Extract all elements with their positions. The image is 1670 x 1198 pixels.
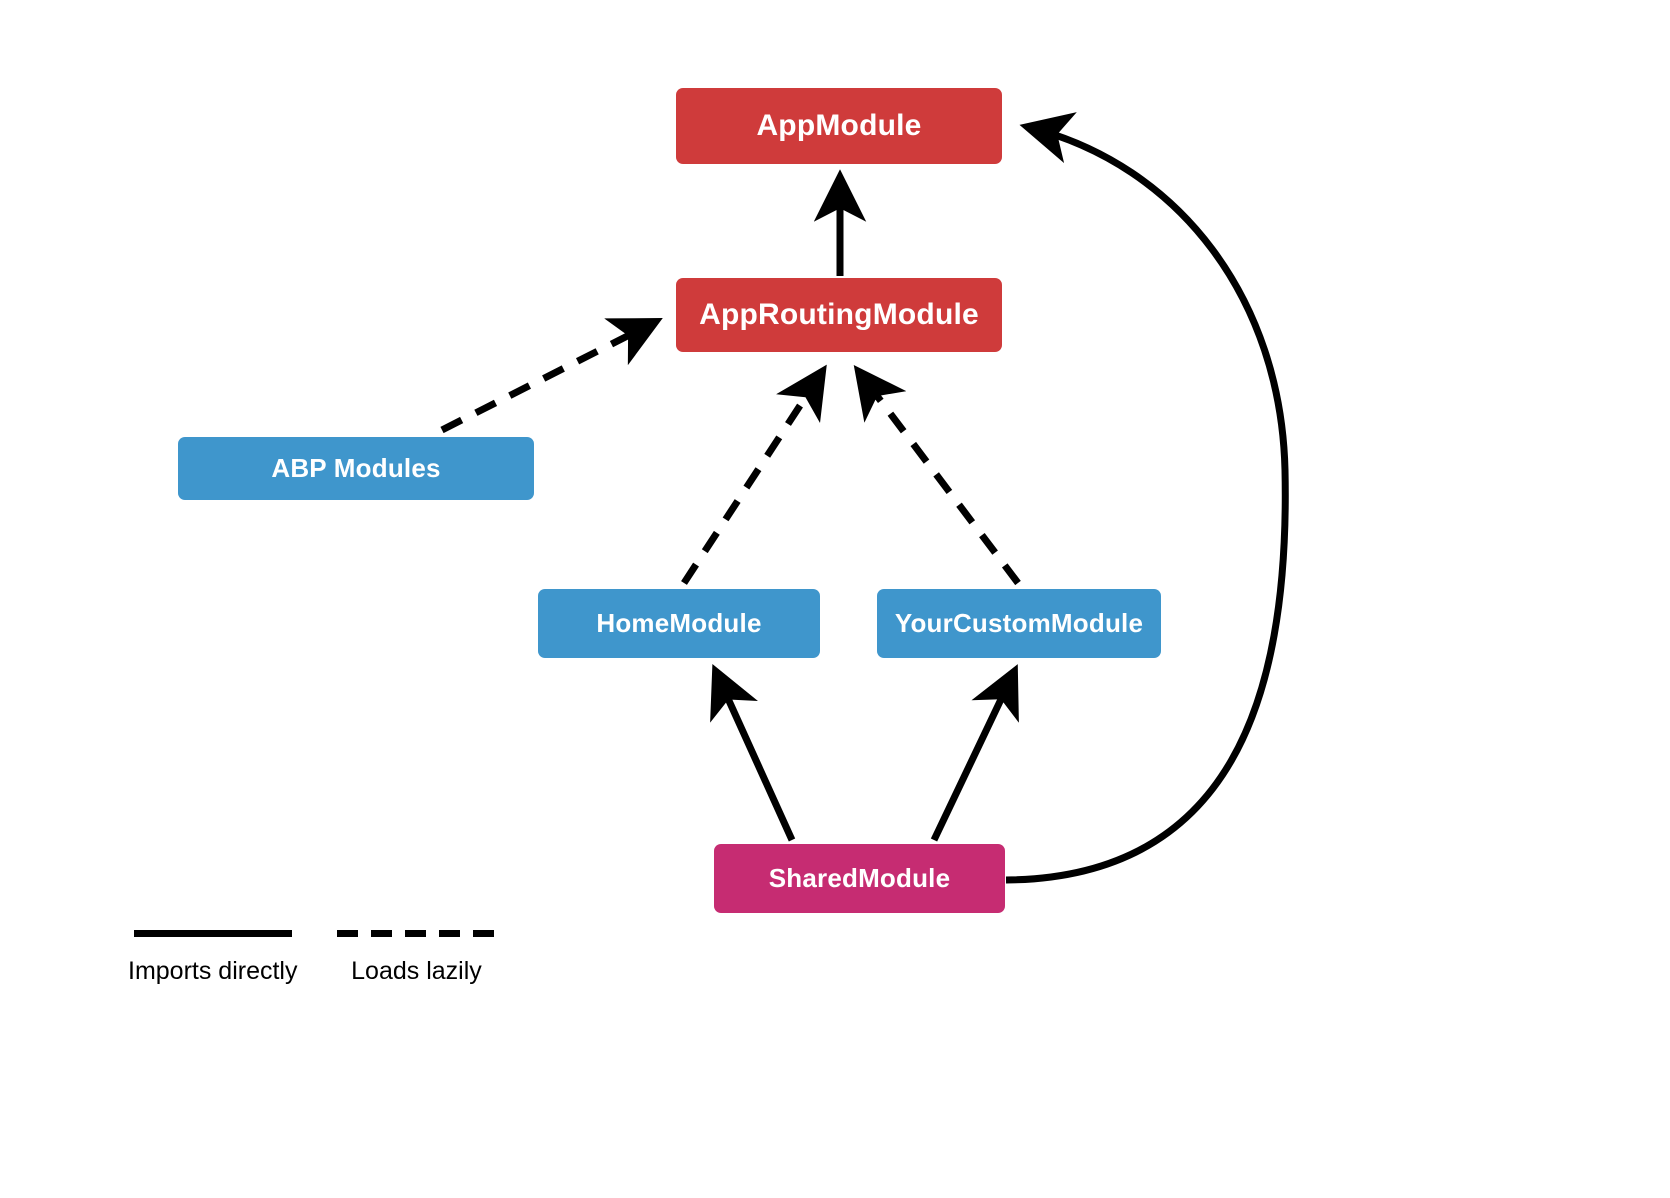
legend-row: Imports directly Loads lazily <box>128 930 496 986</box>
edge-home-to-approuting <box>681 364 827 585</box>
node-app-routing-module-label: AppRoutingModule <box>699 298 979 331</box>
edge-shared-to-custom <box>930 664 1019 842</box>
edge-shared-to-home <box>710 664 796 842</box>
legend-label-imports-directly: Imports directly <box>128 957 298 985</box>
dashed-line-icon <box>337 930 496 937</box>
node-your-custom-module[interactable]: YourCustomModule <box>877 589 1161 658</box>
node-shared-module-label: SharedModule <box>768 863 951 893</box>
node-app-module[interactable]: AppModule <box>676 88 1002 164</box>
edge-abp-to-approuting <box>440 318 663 434</box>
node-app-routing-module[interactable]: AppRoutingModule <box>676 278 1002 352</box>
node-abp-modules[interactable]: ABP Modules <box>178 437 534 500</box>
node-app-module-label: AppModule <box>756 109 922 142</box>
node-your-custom-module-label: YourCustomModule <box>894 608 1144 638</box>
legend-item-imports-directly: Imports directly <box>128 930 297 986</box>
edge-custom-to-approuting <box>853 365 1021 586</box>
edge-shared-to-app <box>1005 112 1289 884</box>
legend-label-loads-lazily: Loads lazily <box>351 957 482 985</box>
node-shared-module[interactable]: SharedModule <box>714 844 1005 913</box>
legend-item-loads-lazily: Loads lazily <box>337 930 496 986</box>
node-home-module-label: HomeModule <box>596 608 762 638</box>
solid-line-icon <box>133 930 292 937</box>
node-home-module[interactable]: HomeModule <box>538 589 820 658</box>
node-abp-modules-label: ABP Modules <box>271 453 441 483</box>
legend: Imports directly Loads lazily <box>128 930 496 986</box>
